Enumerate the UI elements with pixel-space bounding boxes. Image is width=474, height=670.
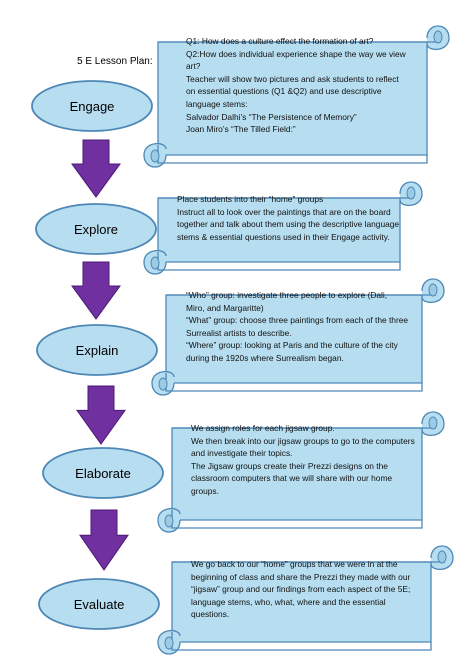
down-arrow-1 <box>71 139 121 198</box>
scroll-text-line: Q2:How does individual experience shape … <box>186 48 406 59</box>
scroll-text-line: We then break into our jigsaw groups to … <box>191 435 415 446</box>
scroll-text-line: during the 1920s where Surrealism began. <box>186 352 344 363</box>
stage-label: Explore <box>74 222 118 237</box>
scroll-text-line: We go back to our “home” groups that we … <box>191 559 398 569</box>
scroll-text-line: We assign roles for each jigsaw group. <box>191 423 335 433</box>
scroll-text-line: together and talk about them using the d… <box>177 219 400 230</box>
scroll-text-line: “jigsaw” group and our findings from eac… <box>191 584 411 595</box>
scroll-banner-explain <box>151 278 445 396</box>
down-arrow-2 <box>71 261 121 320</box>
scroll-text-line: Joan Miro’s “The Tilled Field:” <box>186 124 296 135</box>
stage-oval-elaborate: Elaborate <box>42 447 164 499</box>
scroll-text-line: art? <box>186 61 201 72</box>
scroll-text-line: groups. <box>191 485 219 496</box>
down-arrow-4 <box>79 509 129 571</box>
down-arrow-3 <box>76 385 126 445</box>
scroll-text-line: Teacher will show two pictures and ask s… <box>186 73 399 84</box>
scroll-text-line: Q1: How does a culture effect the format… <box>186 36 374 46</box>
scroll-text-engage: Q1: How does a culture effect the format… <box>186 35 406 136</box>
scroll-text-line: classroom computers that we will share w… <box>191 473 393 484</box>
scroll-text-explain: “Who” group: investigate three people to… <box>186 289 408 365</box>
stage-oval-explain: Explain <box>36 324 158 376</box>
scroll-text-line: and investigate their topics. <box>191 448 293 459</box>
scroll-banner-engage <box>143 25 450 168</box>
stage-oval-engage: Engage <box>31 80 153 132</box>
scroll-text-line: beginning of class and share the Prezzi … <box>191 571 411 582</box>
stage-label: Evaluate <box>74 597 125 612</box>
scroll-text-line: questions. <box>191 609 230 620</box>
scroll-text-line: Place students into their “home” groups <box>177 194 324 204</box>
scroll-text-line: Instruct all to look over the paintings … <box>177 206 391 217</box>
scroll-banner-explore <box>143 181 423 275</box>
lesson-plan-title: 5 E Lesson Plan: <box>77 56 153 67</box>
scroll-banner-evaluate <box>157 545 454 655</box>
scroll-text-line: Miro, and Margaritte) <box>186 302 264 313</box>
scroll-banner-elaborate <box>157 411 445 533</box>
stage-label: Engage <box>70 99 115 114</box>
stage-oval-evaluate: Evaluate <box>38 578 160 630</box>
scroll-text-line: “What” group: choose three paintings fro… <box>186 315 409 326</box>
scroll-text-line: on essential questions (Q1 &Q2) and use … <box>186 86 382 97</box>
stage-label: Elaborate <box>75 466 131 481</box>
stage-label: Explain <box>76 343 119 358</box>
scroll-text-line: “Who” group: investigate three people to… <box>186 290 388 300</box>
scroll-text-line: stems & essential questions used in thei… <box>177 231 390 242</box>
stage-oval-explore: Explore <box>35 203 157 255</box>
scroll-text-line: Salvador Dalhi’s “The Persistence of Mem… <box>186 111 357 122</box>
scroll-text-line: language stems, who, what, where and the… <box>191 596 386 607</box>
scroll-text-line: Surrealist artists to describe. <box>186 327 292 338</box>
scroll-text-line: “Where” group: looking at Paris and the … <box>186 340 398 351</box>
scroll-text-line: language stems: <box>186 98 248 109</box>
scroll-text-line: The Jigsaw groups create their Prezzi de… <box>191 460 388 471</box>
scroll-text-elaborate: We assign roles for each jigsaw group. We… <box>191 422 415 498</box>
scroll-text-evaluate: We go back to our “home” groups that we … <box>191 558 410 621</box>
